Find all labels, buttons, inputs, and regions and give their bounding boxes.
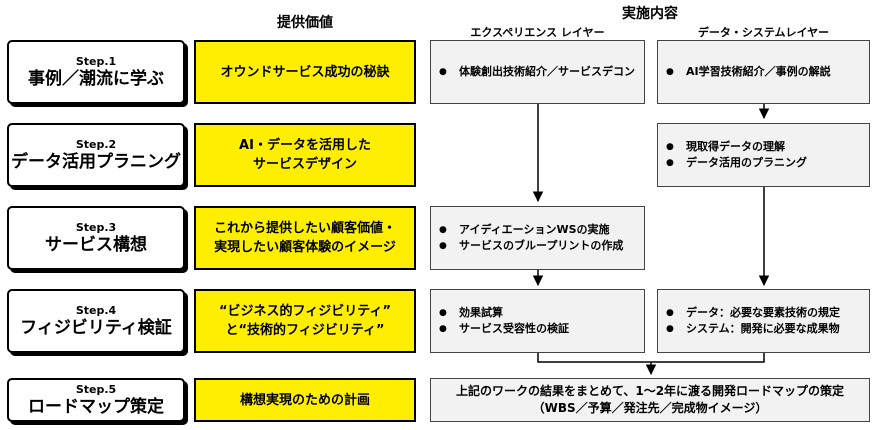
step-2-number: Step.2 xyxy=(75,137,117,151)
experience-step-1: 体験創出技術紹介／サービスデコン xyxy=(430,40,645,104)
implementation-column-header: 実施内容 xyxy=(622,6,678,22)
experience-step-3-item-2: サービスのブループリントの作成 xyxy=(439,238,636,254)
value-step-2: AI・データを活用した サービスデザイン xyxy=(194,123,416,187)
value-step-1-line-1: オウンドサービス成功の秘訣 xyxy=(220,64,390,80)
step-4-title: フィジビリティ検証 xyxy=(20,317,172,338)
experience-step-4-item-1: 効果試算 xyxy=(439,305,636,321)
experience-step-3-item-1: アイディエーションWSの実施 xyxy=(439,222,636,238)
experience-step-1-item-1: 体験創出技術紹介／サービスデコン xyxy=(439,64,636,80)
value-step-4-line-1: “ビジネス的フィジビリティ” xyxy=(218,304,392,319)
roadmap-line-2: （WBS／予算／発注先／完成物イメージ） xyxy=(532,401,768,415)
step-4-number: Step.4 xyxy=(75,303,117,317)
step-3-title: サービス構想 xyxy=(45,234,147,255)
experience-layer-header: エクスペリエンス レイヤー xyxy=(470,26,605,39)
step-1-number: Step.1 xyxy=(75,54,117,68)
value-step-4-line-2: と“技術的フィジビリティ” xyxy=(225,323,385,338)
step-5-box: Step.5 ロードマップ策定 xyxy=(7,378,185,422)
step-3-number: Step.3 xyxy=(75,220,117,234)
data-system-step-4-item-2: システム：開発に必要な成果物 xyxy=(666,321,861,337)
value-step-3: これから提供したい顧客価値・ 実現したい顧客体験のイメージ xyxy=(194,206,416,270)
step-2-box: Step.2 データ活用プラニング xyxy=(7,123,185,187)
experience-step-4: 効果試算 サービス受容性の検証 xyxy=(430,289,645,353)
step-1-title: 事例／潮流に学ぶ xyxy=(28,68,164,89)
step-5-title: ロードマップ策定 xyxy=(28,396,164,417)
data-system-step-1: AI学習技術紹介／事例の解説 xyxy=(657,40,870,104)
value-step-5: 構想実現のための計画 xyxy=(194,378,416,422)
value-column-header: 提供価値 xyxy=(277,15,333,31)
value-step-3-line-1: これから提供したい顧客価値・ xyxy=(213,221,396,236)
value-step-4: “ビジネス的フィジビリティ” と“技術的フィジビリティ” xyxy=(194,289,416,353)
experience-step-4-item-2: サービス受容性の検証 xyxy=(439,321,636,337)
step-2-title: データ活用プラニング xyxy=(11,151,181,172)
value-step-2-line-1: AI・データを活用した xyxy=(239,138,371,153)
data-system-step-2-item-2: データ活用のプラニング xyxy=(666,155,861,171)
value-step-2-line-2: サービスデザイン xyxy=(252,157,357,172)
step-1-box: Step.1 事例／潮流に学ぶ xyxy=(7,40,185,104)
data-system-layer-header: データ・システムレイヤー xyxy=(697,26,830,39)
step-5-number: Step.5 xyxy=(75,382,117,396)
value-step-1: オウンドサービス成功の秘訣 xyxy=(194,40,416,104)
arrow-merge-connector xyxy=(537,353,765,363)
data-system-step-4: データ：必要な要素技術の規定 システム：開発に必要な成果物 xyxy=(657,289,870,353)
data-system-step-2: 現取得データの理解 データ活用のプラニング xyxy=(657,123,870,187)
step-3-box: Step.3 サービス構想 xyxy=(7,206,185,270)
value-step-5-line-1: 構想実現のための計画 xyxy=(239,392,370,408)
roadmap-line-1: 上記のワークの結果をまとめて、1～2年に渡る開発ロードマップの策定 xyxy=(455,384,845,398)
experience-step-3: アイディエーションWSの実施 サービスのブループリントの作成 xyxy=(430,206,645,270)
value-step-3-line-2: 実現したい顧客体験のイメージ xyxy=(214,240,396,255)
data-system-step-2-item-1: 現取得データの理解 xyxy=(666,139,861,155)
roadmap-box: 上記のワークの結果をまとめて、1～2年に渡る開発ロードマップの策定 （WBS／予… xyxy=(430,378,870,422)
data-system-step-1-item-1: AI学習技術紹介／事例の解説 xyxy=(666,64,861,80)
data-system-step-4-item-1: データ：必要な要素技術の規定 xyxy=(666,305,861,321)
step-4-box: Step.4 フィジビリティ検証 xyxy=(7,289,185,353)
